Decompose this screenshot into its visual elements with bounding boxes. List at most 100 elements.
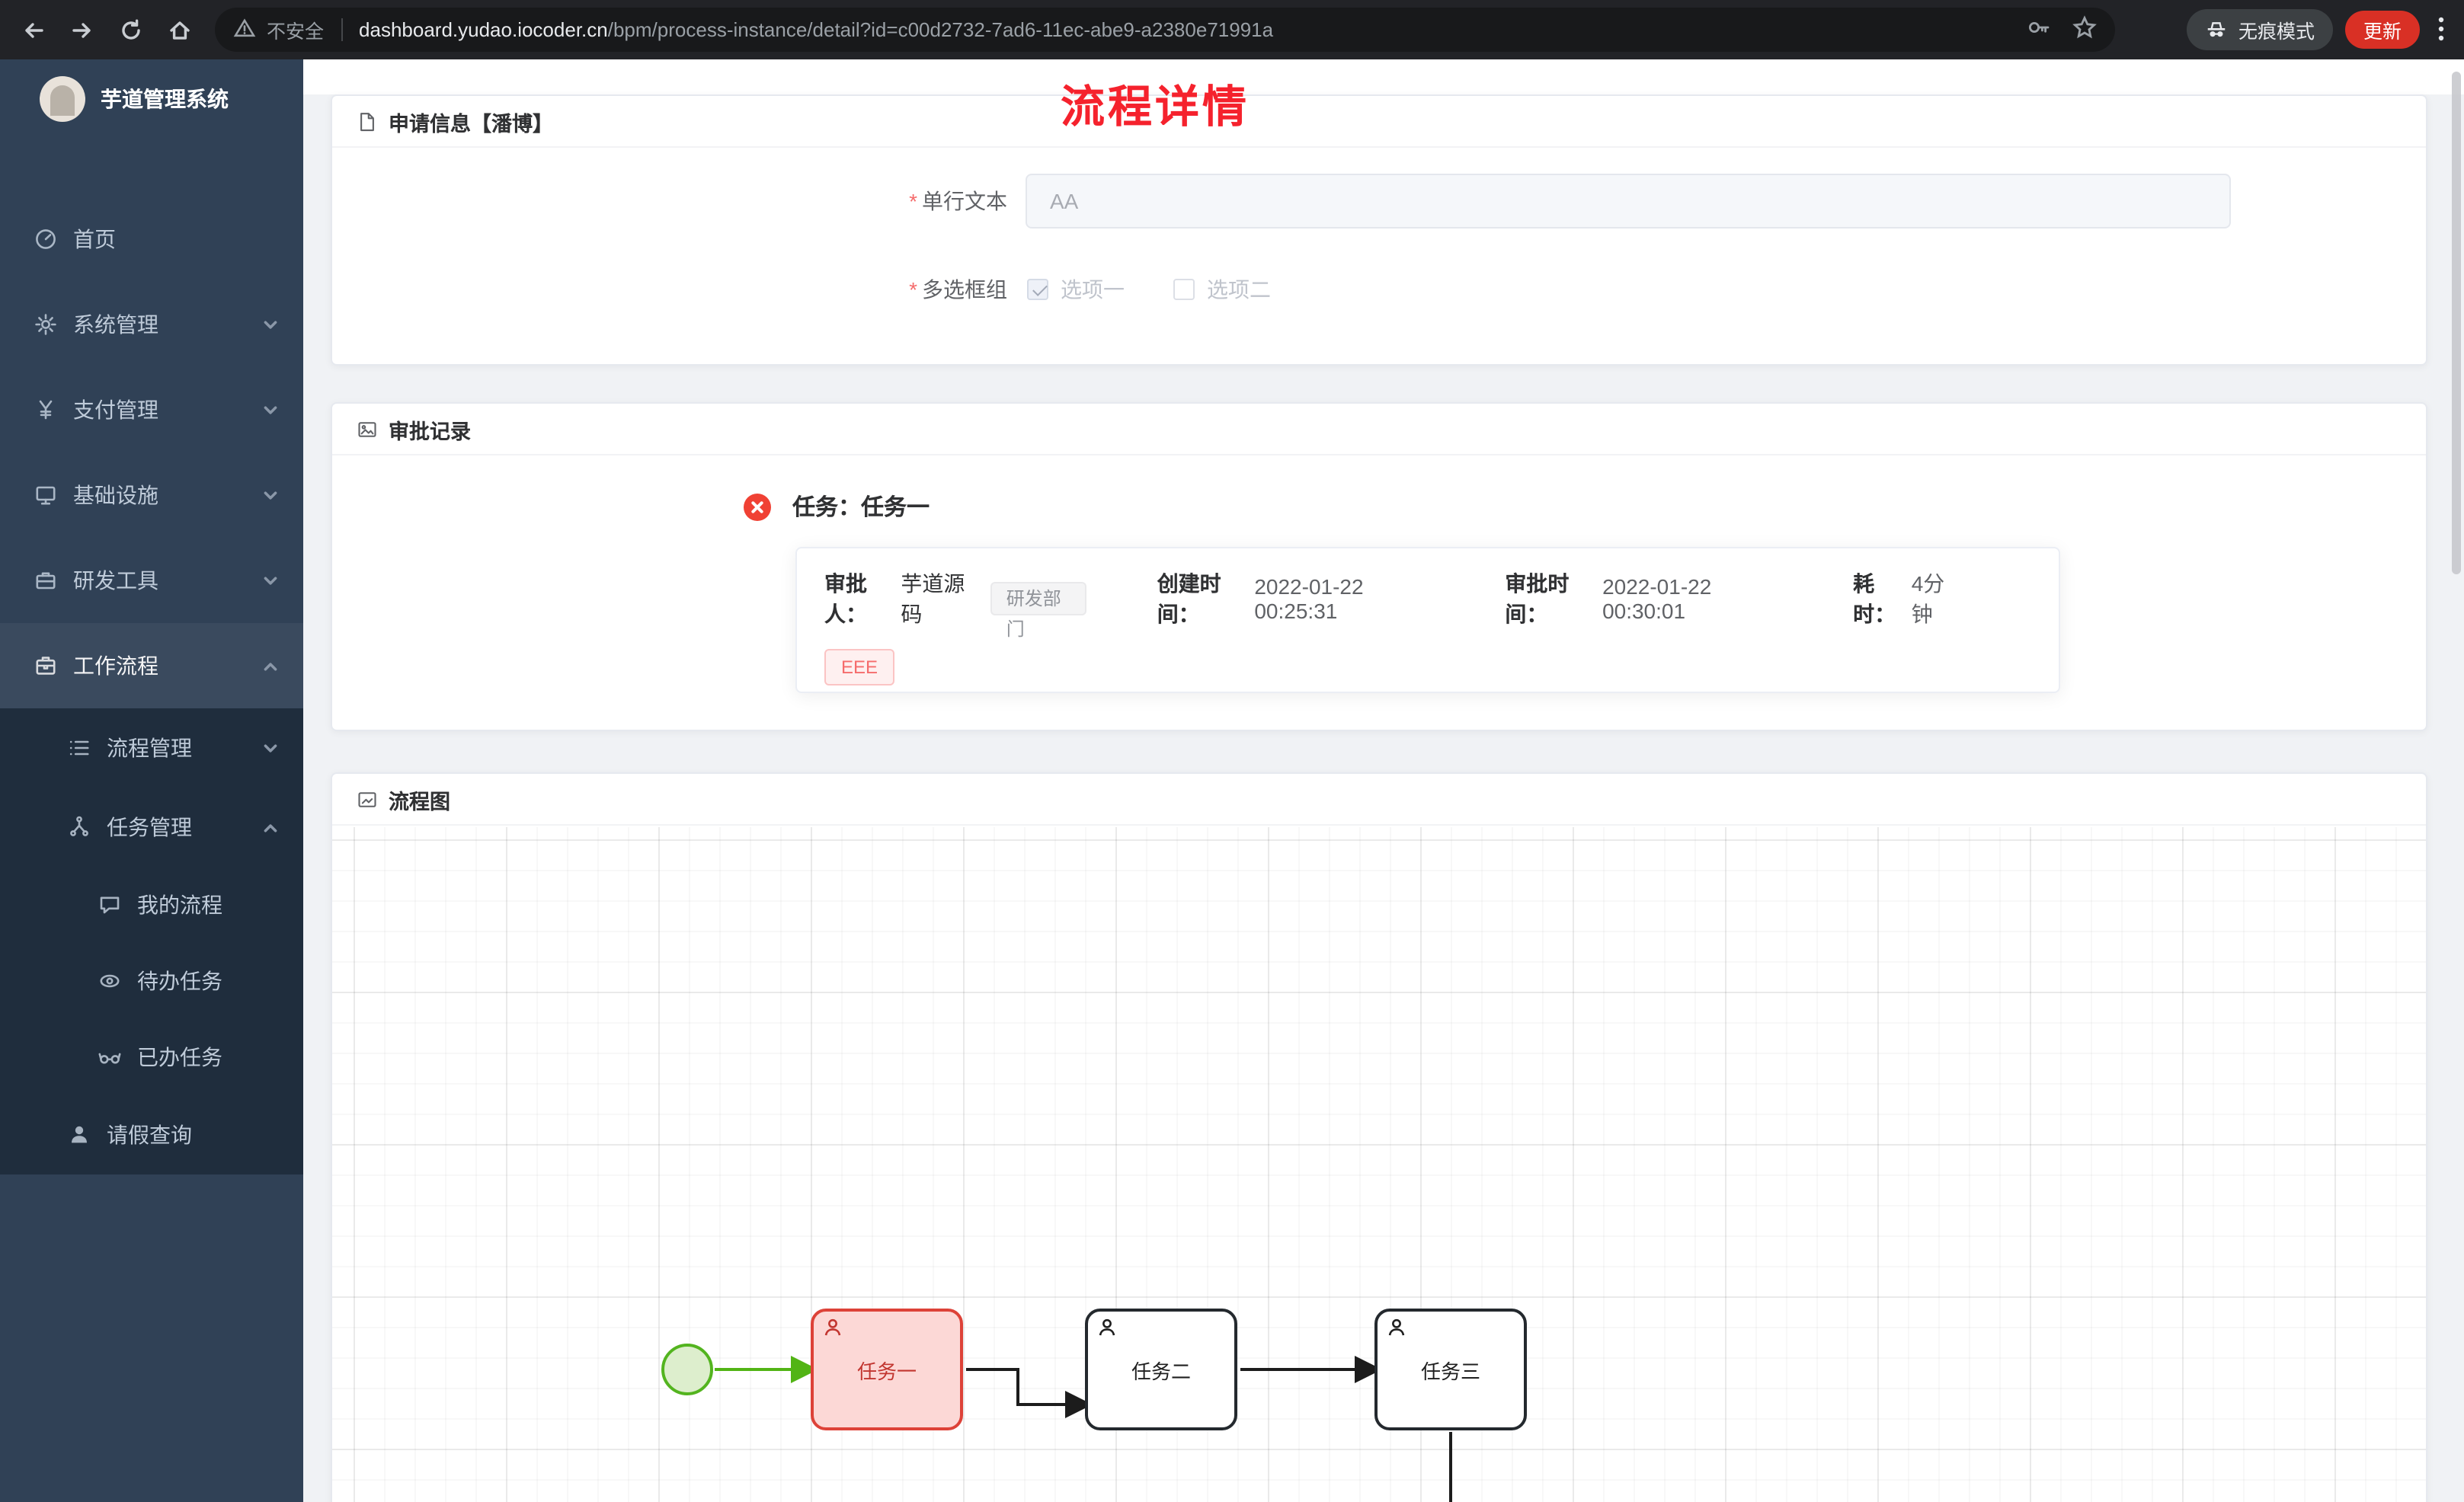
sequence-flows	[715, 1356, 1452, 1502]
chevron-up-icon	[262, 657, 279, 674]
sidebar-item-home[interactable]: 首页	[0, 197, 303, 282]
task-node-2[interactable]: 任务二	[1085, 1309, 1237, 1430]
document-icon	[360, 112, 374, 131]
apply-info-card: 申请信息【潘博】 *单行文本 AA *多选框组 选项一 选项二	[331, 94, 2427, 366]
created-label: 创建时间：	[1157, 571, 1221, 626]
approval-record-header: 审批记录	[332, 404, 2426, 455]
gear-icon	[34, 312, 58, 337]
sidebar-item-system[interactable]: 系统管理	[0, 282, 303, 367]
sidebar-item-leave-query[interactable]: 请假查询	[0, 1095, 303, 1174]
reload-icon[interactable]	[110, 9, 151, 50]
required-marker: *	[909, 189, 917, 213]
start-event[interactable]	[661, 1344, 713, 1395]
chevron-up-icon	[262, 819, 279, 836]
dept-tag: 研发部门	[990, 582, 1087, 640]
chevron-down-icon	[262, 401, 279, 418]
chevron-down-icon	[262, 487, 279, 503]
sidebar-item-todo-tasks[interactable]: 待办任务	[0, 943, 303, 1019]
result-tag: EEE	[824, 649, 895, 685]
duration-value: 4分钟	[1911, 571, 1945, 626]
browser-menu-icon[interactable]	[2427, 12, 2455, 46]
incognito-badge[interactable]: 无痕模式	[2186, 9, 2333, 50]
sidebar-item-label: 支付管理	[73, 398, 158, 422]
chevron-down-icon	[262, 572, 279, 589]
sidebar-item-label: 工作流程	[73, 654, 158, 678]
text-field-label: *单行文本	[909, 189, 1007, 213]
address-bar[interactable]: 不安全 dashboard.yudao.iocoder.cn/bpm/proce…	[215, 8, 2115, 52]
chrome-update-button[interactable]: 更新	[2344, 11, 2420, 49]
app-title: 芋道管理系统	[101, 87, 229, 111]
glasses-icon	[98, 1045, 122, 1069]
briefcase-icon	[34, 654, 58, 678]
sidebar-item-dev-tools[interactable]: 研发工具	[0, 538, 303, 623]
checkbox-unchecked-icon	[1173, 279, 1195, 300]
url-host: dashboard.yudao.iocoder.cn	[359, 18, 608, 41]
approved-time: 2022-01-22 00:30:01	[1602, 574, 1712, 623]
sidebar-item-label: 已办任务	[137, 1045, 222, 1069]
security-label: 不安全	[267, 21, 325, 43]
home-icon[interactable]	[158, 9, 200, 50]
sidebar-item-label: 首页	[73, 227, 116, 251]
checkbox-group-label: *多选框组	[909, 277, 1007, 302]
yen-icon	[34, 398, 58, 422]
apply-info-header: 申请信息【潘博】	[332, 96, 2426, 148]
single-line-text-input[interactable]: AA	[1026, 174, 2231, 228]
process-diagram-header: 流程图	[332, 774, 2426, 826]
bookmark-star-icon[interactable]	[2072, 15, 2097, 44]
checkbox-group: 选项一 选项二	[1027, 268, 1271, 311]
sidebar-item-done-tasks[interactable]: 已办任务	[0, 1019, 303, 1095]
app-logo-row[interactable]: 芋道管理系统	[0, 59, 303, 139]
sidebar-item-label: 我的流程	[137, 893, 222, 917]
browser-toolbar: 不安全 dashboard.yudao.iocoder.cn/bpm/proce…	[0, 0, 2464, 59]
security-warning-icon	[233, 16, 256, 43]
sidebar-item-my-process[interactable]: 我的流程	[0, 867, 303, 943]
back-icon[interactable]	[12, 9, 53, 50]
sidebar-item-label: 流程管理	[107, 736, 192, 760]
approved-label: 审批时间：	[1505, 571, 1570, 626]
url-path: /bpm/process-instance/detail?id=c00d2732…	[607, 18, 1274, 41]
sidebar-item-label: 待办任务	[137, 969, 222, 993]
approval-detail-card: 审批人： 芋道源码 研发部门 创建时间： 2022-01-22 00:25:31…	[795, 547, 2060, 693]
sidebar-item-infrastructure[interactable]: 基础设施	[0, 452, 303, 538]
checkbox-label: 选项一	[1061, 277, 1125, 302]
task-label: 任务二	[1131, 1360, 1191, 1382]
incognito-icon	[2207, 22, 2226, 37]
sidebar-item-process-management[interactable]: 流程管理	[0, 708, 303, 788]
branch-icon	[67, 815, 91, 839]
sidebar: 芋道管理系统 首页 系统管理 支付管理 基础设施	[0, 59, 303, 1502]
forward-icon[interactable]	[61, 9, 102, 50]
sidebar-item-label: 系统管理	[73, 312, 158, 337]
chat-icon	[98, 893, 122, 917]
sidebar-item-workflow[interactable]: 工作流程	[0, 623, 303, 708]
created-time: 2022-01-22 00:25:31	[1254, 574, 1364, 623]
workflow-submenu: 流程管理 任务管理 我的流程 待办任务 已办	[0, 708, 303, 1174]
key-icon[interactable]	[2027, 15, 2051, 44]
sidebar-item-task-management[interactable]: 任务管理	[0, 788, 303, 867]
user-icon	[67, 1123, 91, 1147]
flow-task1-to-task2	[966, 1368, 1093, 1418]
page-title: 流程详情	[1060, 84, 1250, 133]
sidebar-item-payment[interactable]: 支付管理	[0, 367, 303, 452]
checkbox-label: 选项二	[1207, 277, 1271, 302]
rejected-status-icon	[744, 494, 771, 521]
task-node-3[interactable]: 任务三	[1374, 1309, 1527, 1430]
checkbox-option-1[interactable]: 选项一	[1027, 274, 1125, 305]
approval-record-title: 审批记录	[389, 420, 471, 443]
checkbox-checked-icon	[1027, 279, 1048, 300]
duration-label: 耗时：	[1853, 571, 1896, 626]
required-marker: *	[909, 277, 917, 302]
task-title: 任务：任务一	[792, 495, 930, 521]
task-node-1[interactable]: 任务一	[811, 1309, 963, 1430]
chevron-down-icon	[262, 740, 279, 756]
diagram-icon	[358, 791, 376, 807]
dashboard-icon	[34, 227, 58, 251]
bpmn-canvas[interactable]: 任务一 任务二 任务三	[332, 827, 2426, 1502]
omnibox-divider	[341, 18, 343, 41]
checkbox-option-2[interactable]: 选项二	[1173, 274, 1271, 305]
approver-name: 芋道源码	[901, 571, 965, 626]
app-logo	[40, 76, 85, 122]
scrollbar[interactable]	[2452, 72, 2461, 574]
content-top-band	[303, 59, 2464, 94]
sidebar-item-label: 请假查询	[107, 1123, 192, 1147]
